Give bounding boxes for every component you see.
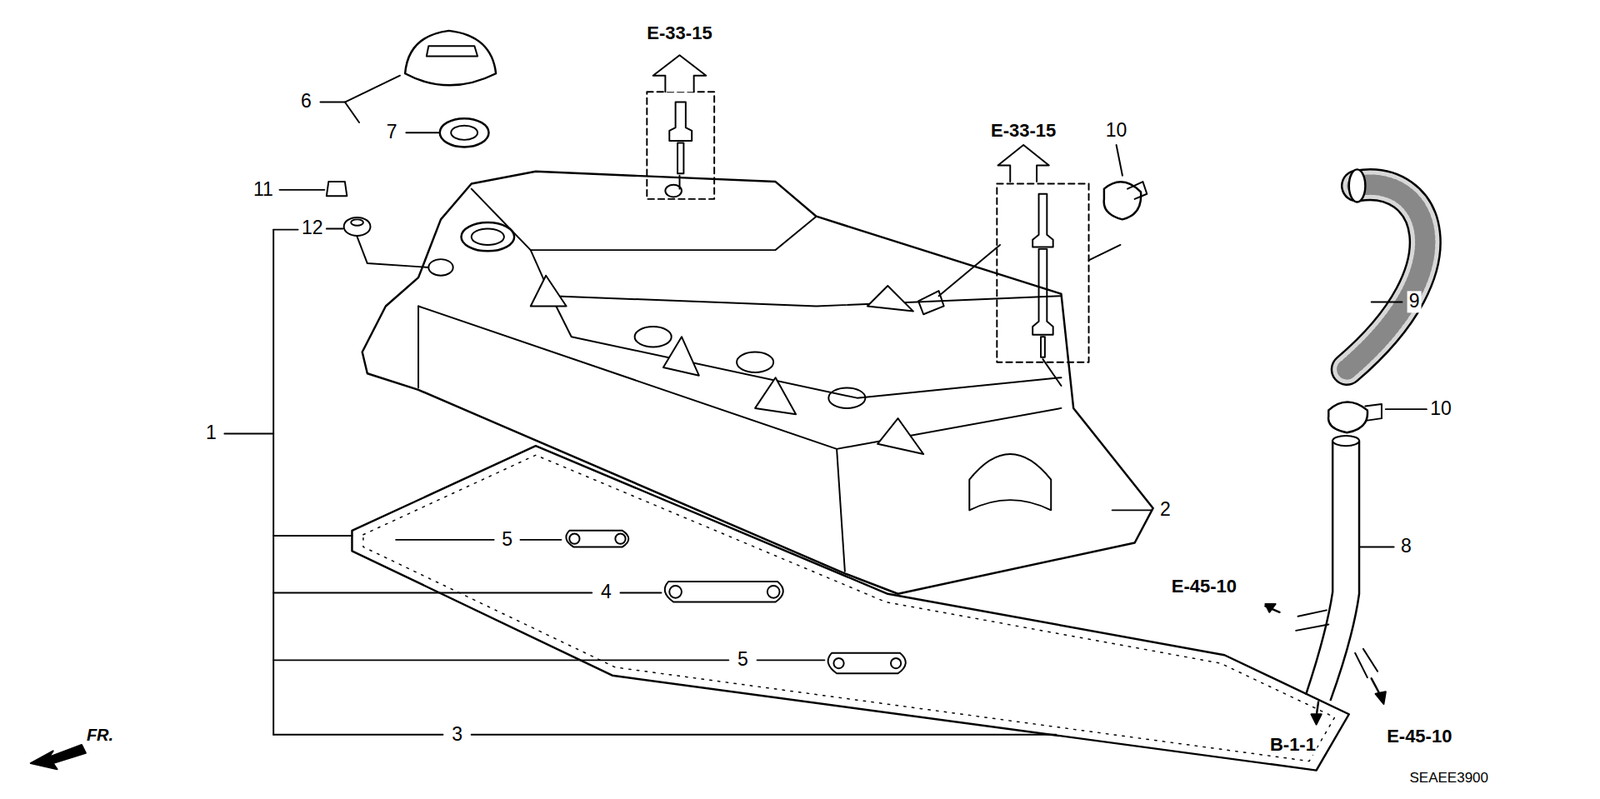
reference-code: E-33-15 (645, 23, 714, 44)
reference-code: E-45-10 (1385, 726, 1454, 747)
callout-number: 5 (735, 650, 750, 671)
callout-number: 11 (251, 179, 275, 200)
callout-number: 2 (1158, 500, 1173, 521)
callout-number: 5 (500, 529, 515, 550)
callout-number: 10 (1428, 398, 1454, 420)
callout-number: 1 (204, 423, 219, 445)
callout-number: 12 (300, 218, 325, 240)
diagram-code: SEAEE3900 (1408, 770, 1491, 787)
callout-number: 4 (599, 582, 614, 604)
reference-code: E-33-15 (989, 120, 1058, 141)
callout-number: 10 (1104, 120, 1130, 141)
callout-number: 8 (1399, 536, 1414, 558)
callout-number: 7 (385, 122, 400, 144)
callout-number: 9 (1407, 291, 1422, 313)
reference-code: E-45-10 (1170, 576, 1239, 597)
reference-code: B-1-1 (1268, 735, 1318, 755)
front-indicator: FR. (85, 725, 115, 745)
callout-number: 3 (450, 724, 465, 745)
callout-number: 6 (299, 91, 314, 113)
